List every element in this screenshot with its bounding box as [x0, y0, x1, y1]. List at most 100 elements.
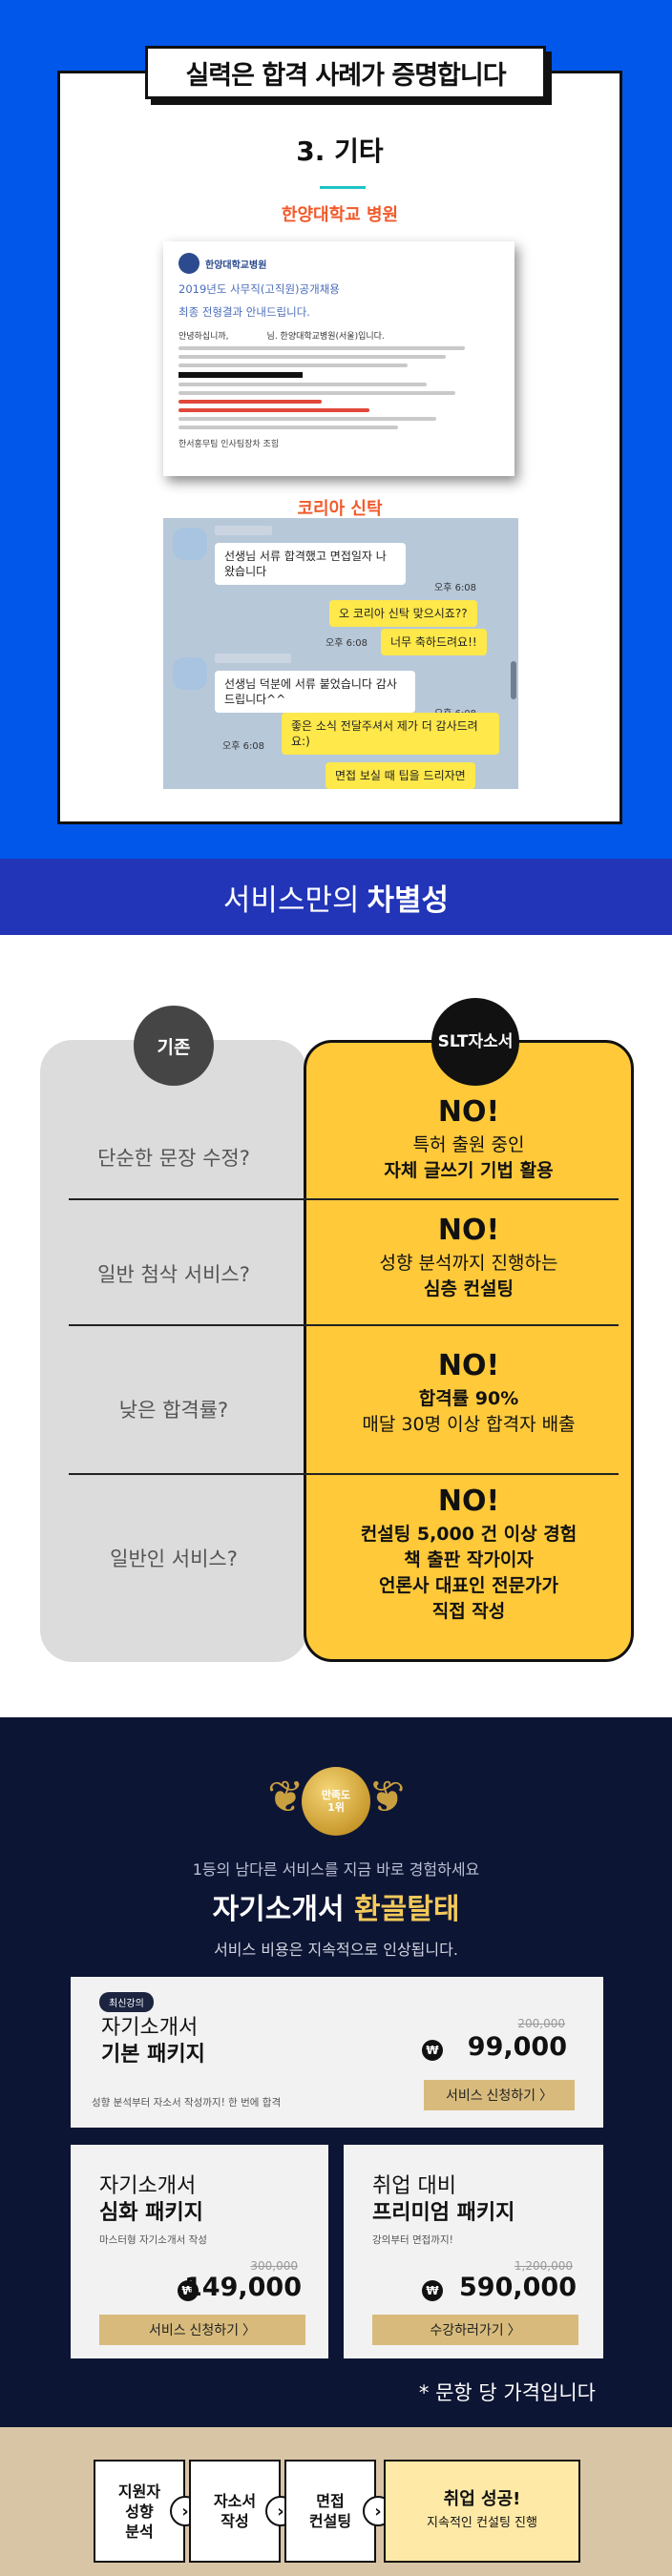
letter-highlight-line — [178, 400, 322, 404]
package-name-line1: 취업 대비 — [372, 2174, 456, 2198]
chat-message-out: 너무 축하드려요!! — [381, 629, 487, 655]
step-final-title: 취업 성공! — [443, 2489, 521, 2509]
basic-apply-button[interactable]: 서비스 신청하기 〉 — [424, 2080, 575, 2110]
letter-text-line — [178, 426, 398, 429]
org-label-hanyang: 한양대학교 병원 — [281, 205, 399, 225]
basic-package-card: 최신강의 자기소개서 기본 패키지 성향 분석부터 자소서 작성까지! 한 번에… — [71, 1977, 603, 2128]
advanced-package-card: 자기소개서 심화 패키지 마스터형 자기소개서 작성 300,000 ₩ 149… — [71, 2145, 328, 2358]
medal-line2: 1위 — [327, 1801, 345, 1814]
answer-no: NO! — [437, 1485, 500, 1518]
chat-timestamp: 오후 6:08 — [222, 741, 265, 752]
subtitle-underline — [320, 186, 366, 189]
org-label-korea-trust: 코리아 신탁 — [297, 499, 383, 519]
compare-answer: NO! 컨설팅 5,000 건 이상 경험 책 출판 작가이자 언론사 대표인 … — [304, 1485, 634, 1625]
chat-message-out: 면접 보실 때 팁을 드리자면 — [326, 762, 475, 789]
letter-headline-1: 2019년도 사무직(고직원)공개채용 — [178, 282, 340, 296]
answer-line: 성향 분석까지 진행하는 — [379, 1253, 558, 1274]
step-line: 작성 — [220, 2512, 249, 2530]
answer-no: NO! — [437, 1095, 500, 1129]
proof-ribbon-title: 실력은 합격 사례가 증명합니다 — [145, 46, 546, 99]
letter-greeting: 안녕하십니까, — [178, 332, 229, 342]
pricing-title: 자기소개서 환골탈태 — [0, 1885, 672, 1927]
letter-text-line — [178, 355, 446, 359]
letter-logo-text: 한양대학교병원 — [205, 260, 267, 271]
letter-footer: 한서홍무팀 인사팀장차 조힘 — [178, 440, 280, 449]
package-name: 취업 대비 프리미엄 패키지 — [372, 2173, 514, 2227]
won-icon: ₩ — [422, 2040, 443, 2061]
answer-line-bold: 컨설팅 5,000 건 이상 경험 — [360, 1524, 578, 1545]
answer-line-bold: 직접 작성 — [431, 1601, 506, 1622]
compare-question: 단순한 문장 수정? — [97, 1147, 250, 1170]
hospital-logo-icon — [178, 253, 200, 274]
row-divider — [69, 1198, 619, 1200]
package-price: 149,000 — [184, 2273, 302, 2302]
proof-paper: 3. 기타 한양대학교 병원 한양대학교병원 2019년도 사무직(고직원)공개… — [57, 71, 622, 824]
differentiation-banner: 서비스만의 차별성 — [0, 859, 672, 935]
answer-no: NO! — [437, 1214, 500, 1247]
answer-line-bold: 언론사 대표인 전문가가 — [378, 1575, 559, 1596]
row-divider — [69, 1324, 619, 1326]
chat-scrollbar[interactable] — [511, 661, 516, 699]
pricing-title-highlight: 환골탈태 — [354, 1893, 460, 1926]
chat-message-in: 선생님 서류 합격했고 면접일자 나왔습니다 — [215, 543, 406, 585]
letter-text-line — [178, 383, 427, 386]
letter-highlight-line — [178, 408, 369, 412]
step-final-desc: 지속적인 컨설팅 진행 — [427, 2516, 537, 2530]
pricing-notice: 서비스 비용은 지속적으로 인상됩니다. — [214, 1941, 458, 1959]
package-name: 자기소개서 심화 패키지 — [99, 2173, 203, 2227]
compare-question: 일반 첨삭 서비스? — [97, 1263, 250, 1286]
package-desc: 성향 분석부터 자소서 작성까지! 한 번에 합격 — [92, 2097, 282, 2109]
blurred-name — [215, 526, 272, 535]
laurel-right-icon: ❦ — [368, 1771, 406, 1822]
letter-redacted-bar — [178, 372, 303, 378]
premium-enroll-button[interactable]: 수강하러가기 〉 — [372, 2315, 578, 2345]
letter-text-line — [178, 346, 465, 350]
original-price: 300,000 — [250, 2259, 298, 2273]
step-line: 분석 — [125, 2522, 154, 2541]
banner-highlight: 차별성 — [367, 883, 450, 918]
letter-text-line — [178, 364, 408, 367]
process-step-success: 취업 성공! 지속적인 컨설팅 진행 — [384, 2460, 580, 2563]
slt-badge-line1: SLT — [437, 1032, 469, 1051]
chat-message-out: 오 코리아 신탁 맞으시죠?? — [329, 600, 477, 627]
step-line: 지원자 — [117, 2482, 161, 2501]
acceptance-letter-image: 한양대학교병원 2019년도 사무직(고직원)공개채용 최종 전형결과 안내드립… — [163, 241, 514, 476]
medal-line1: 만족도 — [321, 1789, 351, 1801]
step-line: 성향 — [125, 2502, 154, 2521]
price-note: * 문항 당 가격입니다 — [418, 2381, 596, 2404]
letter-text-line — [178, 417, 436, 421]
letter-greeting-row: 안녕하십니까, 님. 한양대학교병원(서울)입니다. — [178, 329, 499, 342]
package-price: 590,000 — [459, 2273, 577, 2302]
premium-package-card: 취업 대비 프리미엄 패키지 강의부터 면접까지! 1,200,000 ₩ 59… — [344, 2145, 603, 2358]
package-desc: 강의부터 면접까지! — [372, 2234, 453, 2246]
pricing-tagline: 1등의 남다른 서비스를 지금 바로 경험하세요 — [192, 1860, 480, 1879]
chat-screenshot: 선생님 서류 합격했고 면접일자 나왔습니다 오후 6:08 오 코리아 신탁 … — [163, 518, 518, 789]
process-step-interview: 면접 컨설팅 — [284, 2460, 376, 2563]
compare-column-existing — [40, 1040, 307, 1662]
compare-column-slt — [304, 1040, 634, 1662]
compare-answer: NO! 합격률 90% 매달 30명 이상 합격자 배출 — [304, 1349, 634, 1438]
letter-text-line — [178, 391, 455, 395]
answer-line-bold: 자체 글쓰기 기법 활용 — [384, 1160, 554, 1181]
avatar — [173, 657, 207, 690]
answer-line-bold: 합격률 90% — [418, 1388, 519, 1409]
compare-answer: NO! 성향 분석까지 진행하는 심층 컨설팅 — [304, 1214, 634, 1302]
package-name-line1: 자기소개서 — [99, 2174, 197, 2198]
advanced-apply-button[interactable]: 서비스 신청하기 〉 — [99, 2315, 305, 2345]
answer-line-bold: 심층 컨설팅 — [423, 1278, 514, 1299]
answer-line: 특허 출원 중인 — [412, 1134, 525, 1155]
satisfaction-medal-icon: 만족도 1위 — [302, 1767, 370, 1836]
avatar — [173, 528, 207, 560]
compare-question: 일반인 서비스? — [110, 1548, 238, 1570]
laurel-left-icon: ❦ — [267, 1771, 304, 1822]
letter-logo-row: 한양대학교병원 — [178, 253, 499, 274]
existing-badge: 기존 — [134, 1006, 214, 1086]
package-name-line2: 프리미엄 패키지 — [372, 2201, 515, 2225]
answer-line-bold: 책 출판 작가이자 — [404, 1549, 534, 1570]
won-icon: ₩ — [422, 2280, 443, 2301]
original-price: 1,200,000 — [514, 2259, 573, 2273]
latest-tag: 최신강의 — [99, 1992, 154, 2012]
pricing-title-prefix: 자기소개서 — [212, 1893, 345, 1926]
original-price: 200,000 — [517, 2017, 565, 2030]
compare-question: 낮은 합격률? — [118, 1399, 229, 1422]
